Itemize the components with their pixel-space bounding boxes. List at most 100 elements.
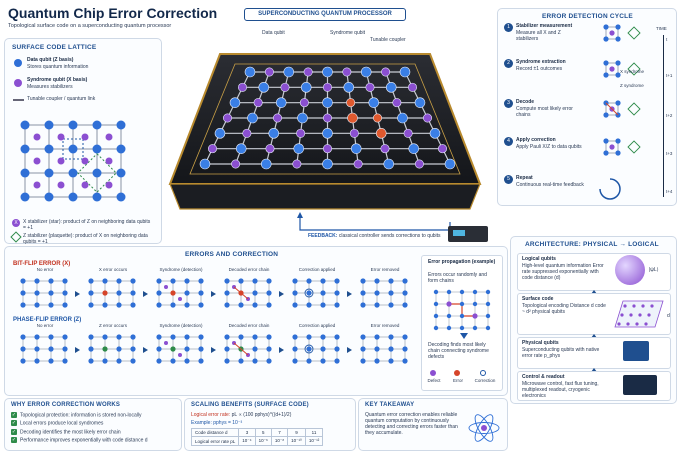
time-tick: t+2 xyxy=(666,113,673,118)
cycle-qubit xyxy=(615,72,621,78)
why-title: WHY ERROR CORRECTION WORKS xyxy=(11,402,121,408)
logical-error-cell: 10⁻⁶ xyxy=(254,436,272,446)
feedback-bold: FEEDBACK: xyxy=(308,233,338,239)
time-label: TIME xyxy=(656,26,667,31)
sheet-qubit xyxy=(635,322,639,326)
grid-qubit xyxy=(292,302,298,308)
grid-qubit xyxy=(198,346,204,352)
chip-data-qubit xyxy=(322,158,333,170)
grid-qubit xyxy=(360,302,366,308)
grid-qubit xyxy=(34,302,40,308)
row2-label: Logical error rate pL xyxy=(190,436,240,446)
grid-qubit xyxy=(238,334,244,340)
page-subtitle: Topological surface code on a supercondu… xyxy=(8,23,172,29)
why-item: ✓Decoding identifies the most likely err… xyxy=(11,428,148,435)
grid-qubit xyxy=(320,290,326,296)
grid-qubit xyxy=(266,278,272,284)
error-stage-grid xyxy=(88,334,136,364)
grid-qubit xyxy=(306,358,312,364)
legend-data-desc: Stores quantum information xyxy=(27,64,89,70)
prop-qubit xyxy=(485,325,491,331)
grid-qubit xyxy=(238,302,244,308)
cycle-step-number: 3 xyxy=(504,99,513,108)
cycle-qubit xyxy=(603,150,609,156)
grid-qubit xyxy=(88,278,94,284)
x-stabilizer-text: X stabilizer (star): product of Z on nei… xyxy=(23,219,151,231)
error-stage-grid xyxy=(292,334,340,364)
grid-qubit xyxy=(170,302,176,308)
prop-qubit xyxy=(459,313,465,319)
cycle-qubit xyxy=(615,60,621,66)
grid-qubit xyxy=(334,358,340,364)
processor-title: SUPERCONDUCTING QUANTUM PROCESSOR xyxy=(244,8,406,21)
syndrome-label: X syndrome xyxy=(620,69,645,74)
chip-syndrome-qubit xyxy=(392,98,402,108)
grid-qubit xyxy=(266,290,272,296)
physical-chip xyxy=(623,341,649,361)
grid-qubit xyxy=(130,302,136,308)
grid-qubit xyxy=(402,278,408,284)
grid-qubit xyxy=(402,290,408,296)
prop-qubit xyxy=(472,301,478,307)
grid-qubit xyxy=(20,302,26,308)
why-item: ✓Topological protection: information is … xyxy=(11,412,148,418)
error-stage-caption: X error occurs xyxy=(98,267,128,272)
cycle-step-name: Apply correction xyxy=(516,137,556,143)
grid-qubit xyxy=(388,358,394,364)
legend-defect: Defect xyxy=(427,378,441,383)
prop-defect xyxy=(446,301,452,307)
syndrome-qubit-icon xyxy=(14,79,22,87)
chip-syndrome-qubit xyxy=(414,159,424,169)
cycle-step-number: 1 xyxy=(504,23,513,32)
grid-qubit xyxy=(306,278,312,284)
chip-syndrome-qubit xyxy=(264,67,274,77)
time-tick: t+1 xyxy=(666,73,673,78)
atom-icon xyxy=(468,414,500,442)
grid-qubit xyxy=(224,302,230,308)
grid-qubit xyxy=(184,358,190,364)
grid-qubit xyxy=(130,278,136,284)
sheet-qubit xyxy=(641,304,645,308)
grid-qubit xyxy=(402,346,408,352)
chip-data-qubit xyxy=(368,97,380,108)
legend-correction: Correction xyxy=(474,378,496,383)
error-stage-grid xyxy=(224,278,272,308)
chip-syndrome-qubit xyxy=(265,144,275,154)
lattice-syndrome-qubit xyxy=(81,157,89,165)
label-data-qubit: Data qubit xyxy=(262,30,285,36)
grid-qubit xyxy=(292,346,298,352)
stage-arrow xyxy=(279,347,284,353)
grid-qubit xyxy=(360,334,366,340)
code-distance-cell: 7 xyxy=(270,428,289,437)
grid-qubit xyxy=(334,302,340,308)
cycle-step-graphic xyxy=(603,100,641,118)
arch-layer-desc: Topological encoding Distance d code ~ d… xyxy=(522,303,606,315)
cycle-plaquette xyxy=(627,102,641,116)
chip-syndrome-qubit xyxy=(381,67,391,77)
arch-layer-desc: Microwave control, fast flux tuning, mul… xyxy=(522,381,599,399)
grid-qubit xyxy=(198,358,204,364)
lattice-syndrome-qubit xyxy=(105,157,113,165)
arch-layer-name: Logical qubits xyxy=(522,256,556,262)
formula-label: Logical error rate: xyxy=(191,412,231,418)
error-stage-grid xyxy=(88,278,136,308)
sheet-qubit xyxy=(632,304,636,308)
why-item-text: Local errors produce local syndromes xyxy=(20,420,104,427)
grid-qubit xyxy=(62,302,68,308)
grid-qubit xyxy=(102,278,108,284)
cycle-plaquette xyxy=(627,140,641,154)
distance-label: d xyxy=(667,313,670,319)
chip-data-qubit xyxy=(375,128,387,139)
errors-panel: ERRORS AND CORRECTION BIT-FLIP ERROR (X)… xyxy=(4,246,508,396)
prop-title: Error propagation (example) xyxy=(428,259,496,265)
grid-qubit xyxy=(292,278,298,284)
grid-qubit xyxy=(34,358,40,364)
grid-qubit xyxy=(388,346,394,352)
lattice-data-qubit xyxy=(44,168,54,178)
page-title: Quantum Chip Error Correction xyxy=(8,5,218,21)
grid-qubit xyxy=(292,290,298,296)
chip-data-qubit xyxy=(268,128,280,139)
cycle-qubit xyxy=(615,24,621,30)
prop-qubit xyxy=(459,289,465,295)
